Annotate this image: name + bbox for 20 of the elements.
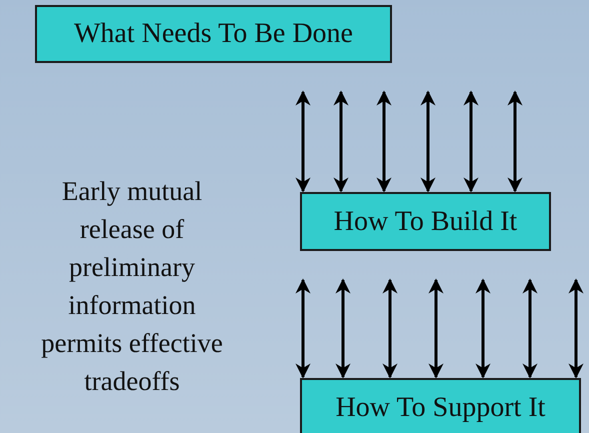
double-arrow: [508, 90, 522, 192]
double-arrow: [336, 278, 350, 378]
box-label: How To Build It: [334, 206, 518, 238]
process-box: [35, 5, 392, 63]
box-label: How To Support It: [336, 392, 546, 424]
double-arrow: [568, 278, 584, 378]
double-arrow: [464, 90, 478, 192]
double-arrow: [428, 278, 444, 378]
process-box: [300, 378, 581, 433]
double-arrow: [376, 90, 392, 192]
double-arrow: [334, 90, 348, 192]
double-arrow: [382, 278, 398, 378]
double-arrow: [296, 90, 310, 192]
double-arrow: [296, 278, 310, 378]
process-box: [300, 192, 551, 251]
note-text: Early mutual release of preliminary information permits effective tradeoffs: [40, 175, 224, 398]
box-label: What Needs To Be Done: [74, 18, 353, 50]
double-arrow: [476, 278, 490, 378]
double-arrow: [420, 90, 436, 192]
double-arrow: [522, 278, 538, 378]
